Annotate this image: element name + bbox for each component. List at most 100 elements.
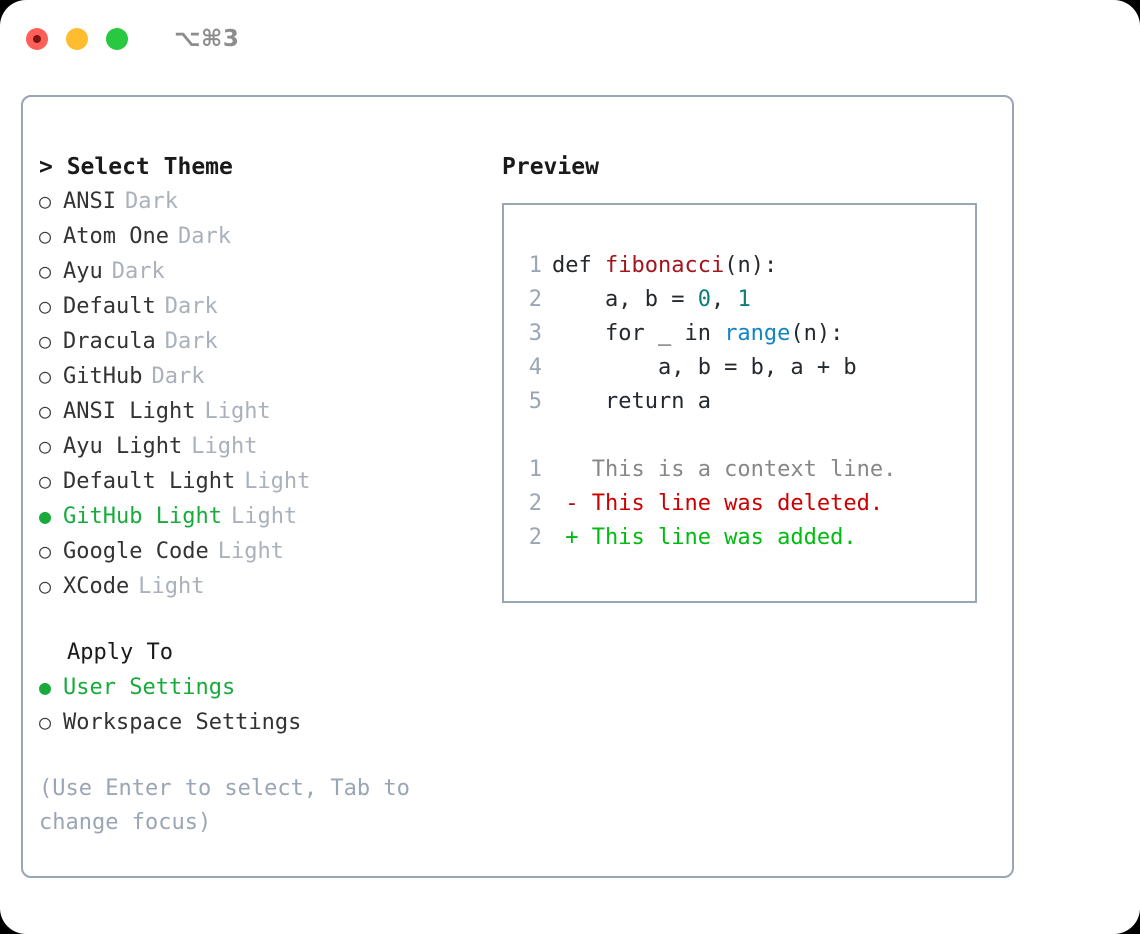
keyboard-shortcut-label: ⌥⌘3 (174, 26, 240, 52)
radio-unselected-icon: ○ (39, 329, 52, 353)
theme-variant-badge: Light (191, 434, 258, 459)
theme-variant-badge: Dark (164, 329, 218, 354)
theme-option-label: Default (63, 294, 156, 319)
radio-selected-icon: ● (39, 675, 52, 699)
maximize-button[interactable] (106, 28, 128, 50)
theme-option-atom-one[interactable]: ○ Atom One Dark (39, 219, 489, 254)
theme-option-google-code[interactable]: ○ Google Code Light (39, 534, 489, 569)
code-token-plain: , (710, 287, 738, 312)
theme-variant-badge: Light (230, 504, 298, 529)
apply-to-option-user-settings[interactable]: ● User Settings (39, 670, 489, 705)
theme-option-ayu[interactable]: ○ Ayu Dark (39, 254, 489, 289)
minimize-button[interactable] (66, 28, 88, 50)
theme-variant-badge: Dark (124, 189, 178, 214)
radio-unselected-icon: ○ (39, 710, 52, 734)
code-token-add: + This line was added. (552, 525, 857, 550)
code-token-del: - This line was deleted. (552, 491, 884, 516)
theme-option-github-light[interactable]: ● GitHub Light Light (39, 499, 489, 534)
code-token-func: fibonacci (604, 253, 725, 278)
theme-option-default[interactable]: ○ Default Dark (39, 289, 489, 324)
line-number: 2 (528, 491, 542, 516)
radio-unselected-icon: ○ (39, 364, 52, 388)
theme-option-ansi[interactable]: ○ ANSI Dark (39, 184, 489, 219)
theme-option-label: Ayu (63, 259, 103, 284)
keyboard-hint-text: (Use Enter to select, Tab to change focu… (39, 776, 424, 835)
theme-option-label: GitHub Light (63, 504, 222, 529)
code-token-plain: a, b = b, a + b (552, 355, 857, 380)
code-token-plain: (n): (724, 253, 778, 278)
radio-unselected-icon: ○ (39, 574, 52, 598)
theme-option-label: XCode (63, 574, 130, 599)
theme-option-xcode[interactable]: ○ XCode Light (39, 569, 489, 604)
code-line: 2 a, b = 0, 1 (524, 283, 896, 317)
code-token-plain: return a (552, 389, 711, 414)
radio-unselected-icon: ○ (39, 224, 52, 248)
code-token-builtin: range (724, 321, 791, 346)
theme-option-label: Google Code (63, 539, 209, 564)
select-theme-heading: > Select Theme (39, 154, 233, 180)
apply-to-option-label: Workspace Settings (63, 710, 302, 735)
radio-selected-icon: ● (39, 504, 52, 528)
theme-variant-badge: Light (244, 469, 311, 494)
code-token-num: 1 (737, 287, 751, 312)
apply-to-list[interactable]: ● User Settings ○ Workspace Settings (39, 670, 489, 740)
preview-heading: Preview (502, 154, 599, 180)
radio-unselected-icon: ○ (39, 469, 52, 493)
theme-variant-badge: Dark (164, 294, 218, 319)
radio-unselected-icon: ○ (39, 259, 52, 283)
theme-option-default-light[interactable]: ○ Default Light Light (39, 464, 489, 499)
theme-variant-badge: Dark (111, 259, 165, 284)
line-number: 5 (528, 389, 542, 414)
code-token-plain: def (552, 253, 605, 278)
line-number: 1 (528, 457, 542, 482)
diff-line: 2 + This line was added. (524, 521, 896, 555)
code-token-plain: for _ in (552, 321, 725, 346)
theme-option-label: Atom One (63, 224, 169, 249)
code-line: 4 a, b = b, a + b (524, 351, 896, 385)
code-token-plain: (n): (790, 321, 844, 346)
code-token-plain: a, b = (552, 287, 698, 312)
code-token-num: 0 (697, 287, 711, 312)
line-number: 1 (528, 253, 542, 278)
theme-variant-badge: Dark (177, 224, 231, 249)
close-button[interactable] (26, 28, 48, 50)
theme-variant-badge: Light (217, 539, 284, 564)
line-number: 2 (528, 525, 542, 550)
radio-unselected-icon: ○ (39, 294, 52, 318)
theme-option-label: Dracula (63, 329, 156, 354)
theme-option-github[interactable]: ○ GitHub Dark (39, 359, 489, 394)
apply-to-option-label: User Settings (63, 675, 236, 700)
radio-unselected-icon: ○ (39, 189, 52, 213)
radio-unselected-icon: ○ (39, 539, 52, 563)
apply-to-option-workspace-settings[interactable]: ○ Workspace Settings (39, 705, 489, 740)
code-line: 5 return a (524, 385, 896, 419)
code-line: 3 for _ in range(n): (524, 317, 896, 351)
theme-option-label: GitHub (63, 364, 143, 389)
theme-variant-badge: Dark (151, 364, 205, 389)
line-number: 4 (528, 355, 542, 380)
line-number: 2 (528, 287, 542, 312)
theme-variant-badge: Light (138, 574, 205, 599)
theme-option-label: Default Light (63, 469, 236, 494)
diff-line: 2 - This line was deleted. (524, 487, 896, 521)
theme-option-label: ANSI (63, 189, 116, 214)
theme-option-label: ANSI Light (63, 399, 196, 424)
line-number: 3 (528, 321, 542, 346)
code-token-ctx: This is a context line. (552, 457, 897, 482)
code-blank-line (524, 419, 896, 453)
diff-line: 1 This is a context line. (524, 453, 897, 487)
code-line: 1 def fibonacci(n): (524, 249, 896, 283)
theme-option-dracula[interactable]: ○ Dracula Dark (39, 324, 489, 359)
theme-variant-badge: Light (204, 399, 271, 424)
theme-option-ayu-light[interactable]: ○ Ayu Light Light (39, 429, 489, 464)
theme-option-label: Ayu Light (63, 434, 183, 459)
radio-unselected-icon: ○ (39, 434, 52, 458)
